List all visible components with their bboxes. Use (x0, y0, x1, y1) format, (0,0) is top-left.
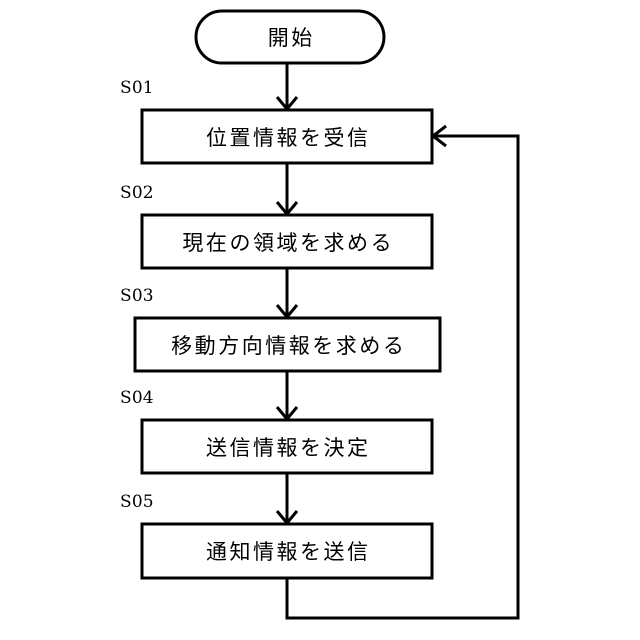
step-id-s03: S03 (120, 286, 154, 306)
step-id-s05: S05 (120, 492, 154, 512)
connector-s04-to-s05 (275, 473, 299, 526)
step-id-s01: S01 (120, 78, 154, 98)
step-id-s02: S02 (120, 183, 154, 203)
step-box-s02[interactable] (140, 213, 434, 270)
connector-s03-to-s04 (275, 371, 299, 422)
step-box-s01[interactable] (140, 108, 434, 165)
connector-start-to-s01 (275, 63, 299, 112)
step-box-s03[interactable] (133, 316, 442, 373)
connector-s05-to-s01-feedback (285, 124, 520, 620)
step-box-s05[interactable] (140, 522, 434, 580)
connector-s02-to-s03 (275, 268, 299, 320)
step-box-s04[interactable] (140, 418, 434, 475)
start-node-shape[interactable] (194, 9, 386, 65)
step-id-s04: S04 (120, 388, 154, 408)
connector-s01-to-s02 (275, 163, 299, 217)
